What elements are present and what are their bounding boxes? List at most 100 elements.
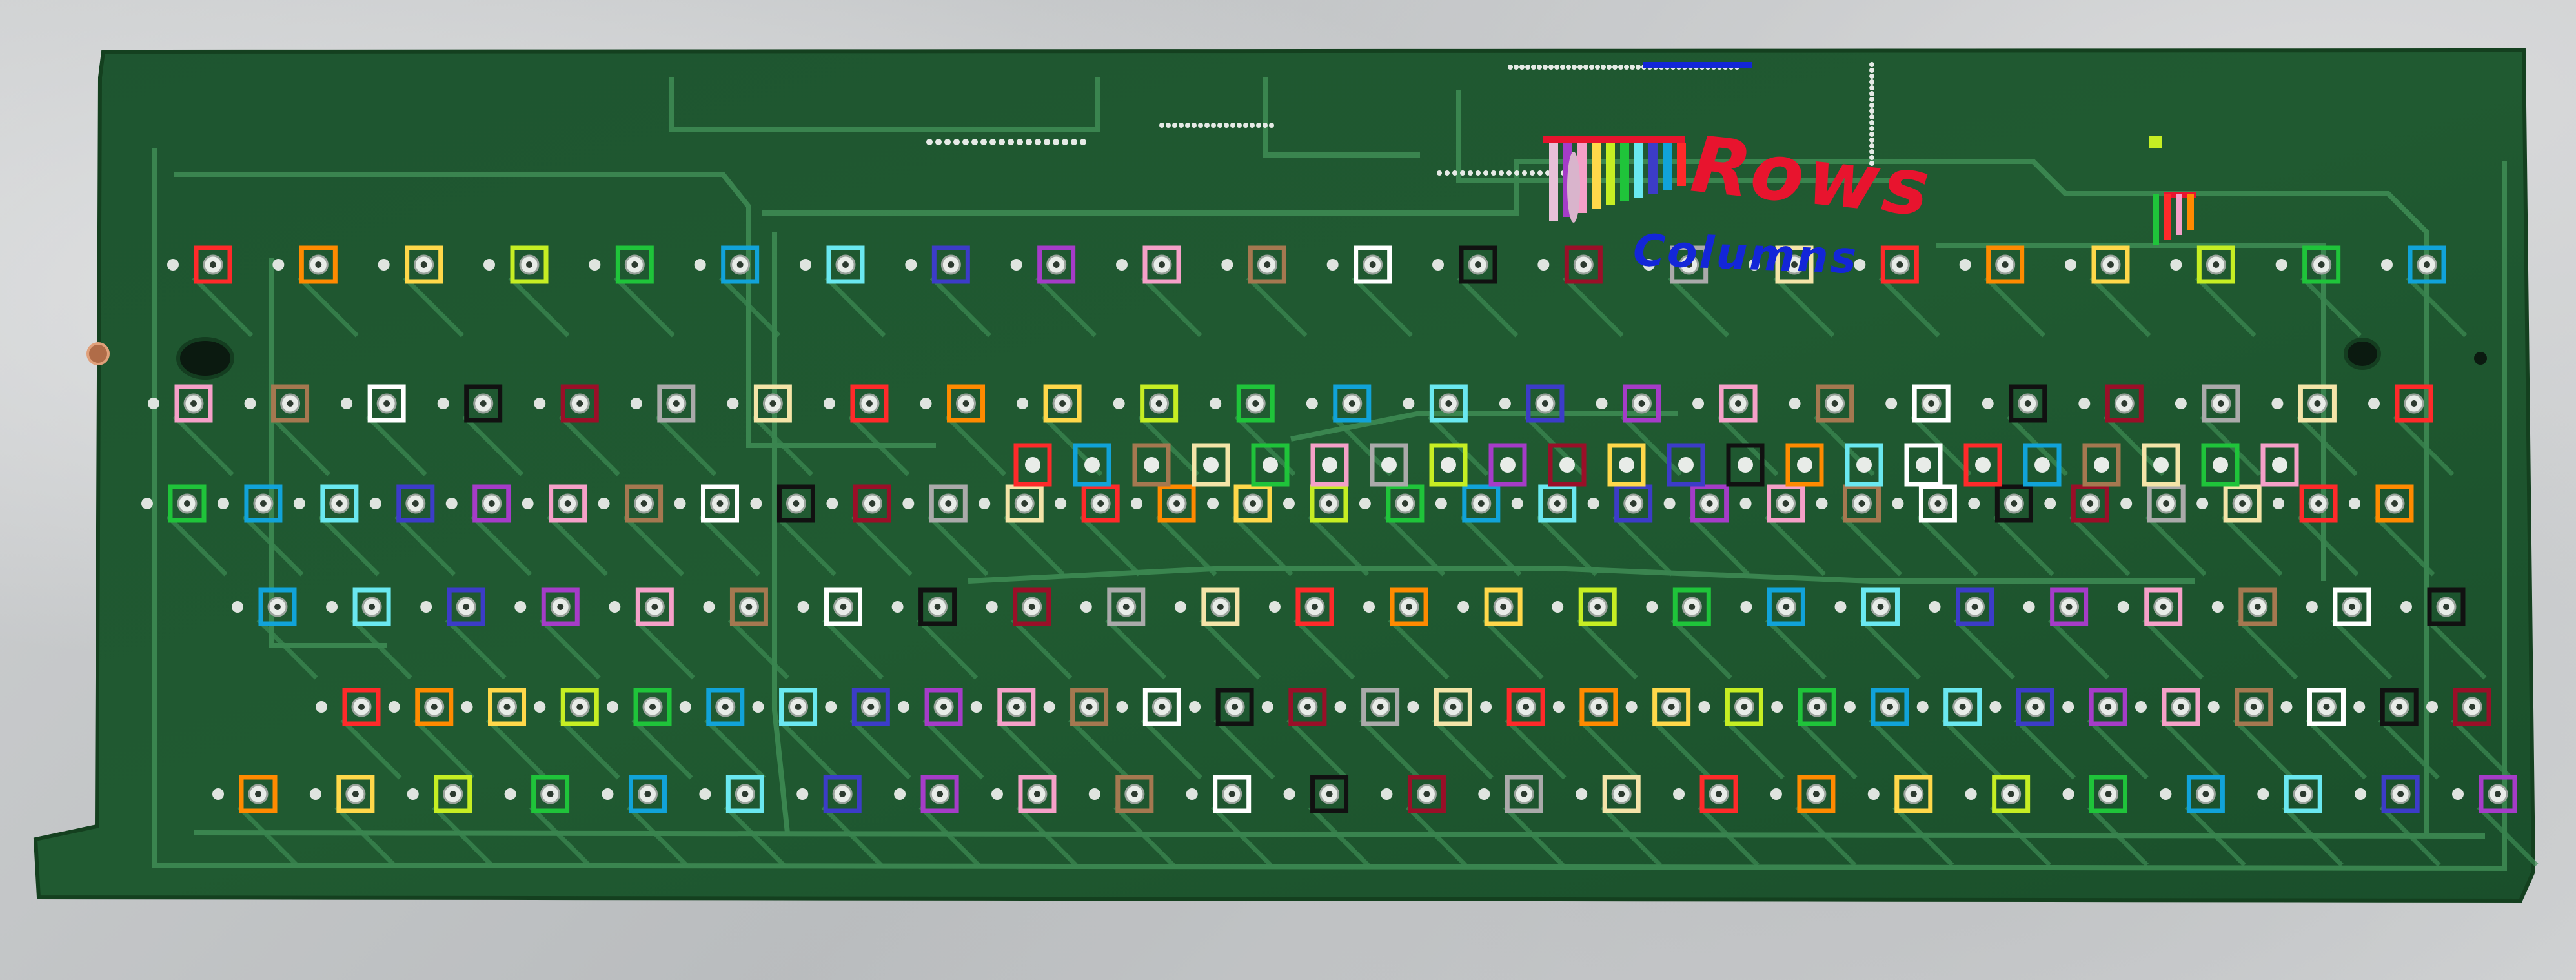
trace	[1650, 718, 1712, 780]
solder-pad	[1738, 457, 1753, 473]
pad-hole	[2396, 704, 2403, 710]
solder-pad	[1596, 398, 1608, 409]
trace	[1773, 276, 1835, 338]
pad-hole	[1252, 400, 1259, 407]
matrix-highlight-box	[633, 688, 672, 726]
pad-hole	[2318, 261, 2325, 268]
solder-pad	[217, 498, 229, 509]
matrix-highlight-box	[1251, 443, 1290, 487]
matrix-highlight-box	[1070, 688, 1109, 726]
trace	[719, 276, 781, 338]
pad-hole	[1791, 261, 1798, 268]
solder-pad	[1306, 398, 1318, 409]
pad-hole	[1959, 704, 1966, 710]
trace	[2331, 618, 2393, 680]
matrix-highlight-box	[628, 775, 667, 813]
trace	[558, 414, 620, 476]
matrix-highlight-box	[729, 587, 768, 626]
pad-hole	[1523, 704, 1530, 710]
solder-pad	[522, 498, 534, 509]
pad-hole	[962, 400, 969, 407]
pad-hole	[1097, 500, 1104, 507]
solder-pad	[2135, 701, 2147, 713]
matrix-highlight-box	[706, 688, 745, 726]
trace	[724, 805, 786, 867]
matrix-highlight-box	[920, 775, 959, 813]
solder-pad	[514, 601, 527, 613]
matrix-highlight-box	[2016, 688, 2054, 726]
matrix-highlight-box	[2380, 688, 2419, 726]
solder-pad	[826, 498, 838, 509]
matrix-highlight-box	[2144, 587, 2183, 626]
trace	[365, 414, 427, 476]
matrix-highlight-box	[2427, 587, 2466, 626]
ic-pin	[1519, 65, 1525, 70]
trace	[1068, 718, 1130, 780]
pad-hole	[644, 791, 651, 797]
solder-pad	[1210, 398, 1222, 409]
ic-pin	[1483, 170, 1488, 176]
solder-pad	[1441, 457, 1456, 473]
solder-pad	[1080, 601, 1092, 613]
ic-pin	[1230, 123, 1235, 128]
controller-pads	[926, 62, 1874, 176]
pad-hole	[1228, 791, 1235, 797]
matrix-highlight-box	[1361, 688, 1400, 726]
trace	[1003, 515, 1065, 577]
pcb-traces	[152, 77, 2539, 872]
ic-pin	[1224, 123, 1229, 128]
trace	[1841, 515, 1902, 577]
matrix-highlight-box	[1462, 484, 1501, 523]
pad-hole	[1814, 704, 1821, 710]
ic-pin	[1869, 85, 1874, 90]
matrix-highlight-box	[2260, 443, 2299, 487]
trace	[1878, 276, 1940, 338]
pad-hole	[2348, 604, 2355, 610]
solder-pad	[1982, 398, 1994, 409]
pad-hole	[2160, 604, 2167, 610]
ic-pin	[1869, 74, 1874, 79]
trace	[1984, 276, 2046, 338]
pad-hole	[352, 791, 359, 797]
matrix-highlight-box	[1564, 245, 1603, 284]
trace	[242, 515, 304, 577]
ic-pin	[1198, 123, 1203, 128]
solder-pad	[1480, 701, 1492, 713]
matrix-highlight-box	[2202, 384, 2240, 423]
trace	[669, 77, 1100, 132]
pad-hole	[1500, 604, 1507, 610]
trace	[1482, 618, 1544, 680]
matrix-highlight-box	[1943, 688, 1982, 726]
pad-hole	[840, 604, 847, 610]
matrix-highlight-box	[560, 688, 599, 726]
matrix-highlight-box	[258, 587, 297, 626]
trace	[2195, 276, 2257, 338]
matrix-highlight-box	[1579, 688, 1618, 726]
matrix-highlight-box	[2284, 775, 2322, 813]
solder-pad	[2355, 788, 2367, 800]
solder-pad	[1131, 498, 1143, 509]
pad-hole	[449, 791, 456, 797]
matrix-highlight-box	[2395, 384, 2433, 423]
pad-hole	[2065, 604, 2073, 610]
solder-pad	[1283, 498, 1295, 509]
ic-pin	[1256, 123, 1261, 128]
trace	[2014, 718, 2076, 780]
solder-pad	[2381, 259, 2393, 271]
trace	[1723, 718, 1785, 780]
solder-pad	[602, 788, 614, 800]
ic-pin	[1869, 132, 1874, 137]
matrix-highlight-box	[168, 484, 207, 523]
matrix-highlight-box	[1310, 775, 1349, 813]
trace	[2300, 276, 2362, 338]
matrix-highlight-box	[447, 587, 485, 626]
ic-pin	[1869, 120, 1874, 125]
pad-hole	[1173, 500, 1181, 507]
matrix-highlight-box	[947, 384, 986, 423]
trace	[1079, 515, 1141, 577]
solder-pad	[2368, 398, 2380, 409]
trace	[1286, 718, 1348, 780]
ic-pin	[1537, 65, 1542, 70]
solder-pad	[727, 398, 739, 409]
pad-hole	[1812, 791, 1820, 797]
